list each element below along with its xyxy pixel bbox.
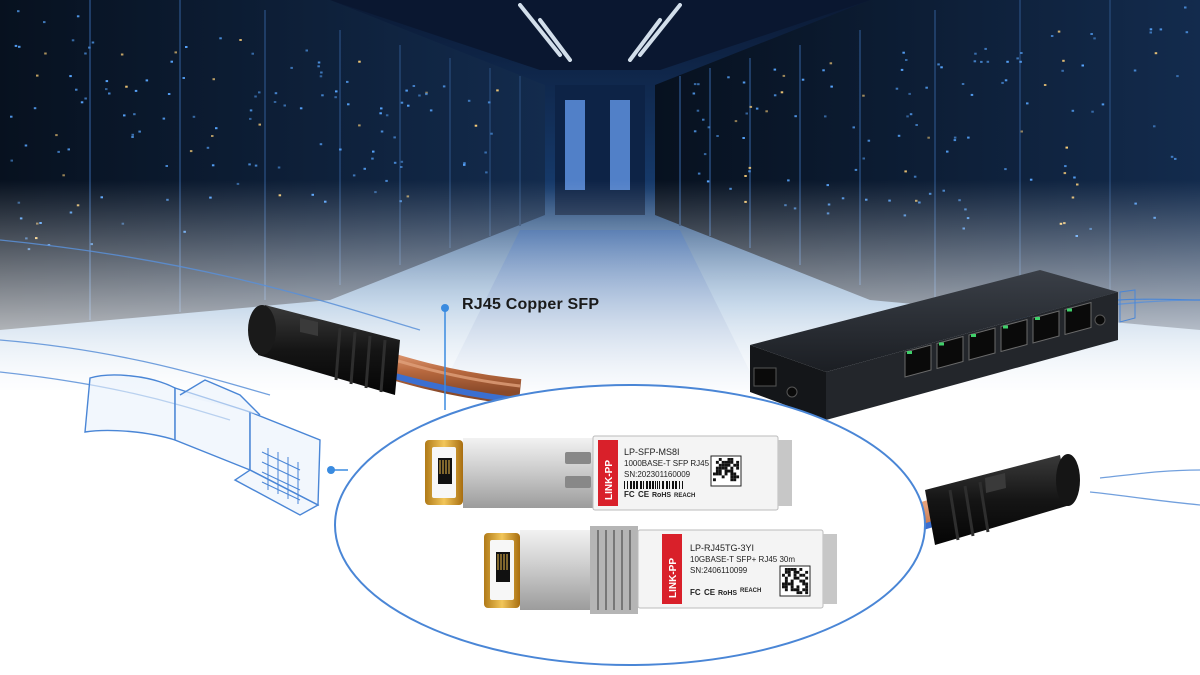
module-1-mark-rohs: RoHS [652, 492, 671, 499]
module-2-mark-fc: FC [690, 588, 701, 597]
module-1-model: LP-SFP-MS8I [624, 447, 680, 457]
module-1-barcode [624, 481, 683, 489]
module-2-mark-reach: REACH [740, 588, 761, 594]
module-1-mark-reach: REACH [674, 493, 695, 499]
callout-label: RJ45 Copper SFP [462, 296, 600, 313]
module-2-mark-rohs: RoHS [718, 590, 737, 597]
left-cable [248, 305, 522, 405]
module-2-mark-ce: CE [704, 588, 716, 597]
product-oval [334, 384, 926, 666]
module-2-model: LP-RJ45TG-3YI [690, 543, 754, 553]
module-2-spec: 10GBASE-T SFP+ RJ45 30m [690, 555, 795, 564]
sfp-module-1: LINK-PP LP-SFP-MS8I 1000BASE-T SFP RJ45 … [425, 435, 792, 511]
ethernet-switch [750, 270, 1200, 420]
module-1-spec: 1000BASE-T SFP RJ45 100m [624, 459, 732, 468]
sfp-module-2: LINK-PP LP-RJ45TG-3YI 10GBASE-T SFP+ RJ4… [484, 526, 837, 614]
module-2-brand: LINK-PP [668, 558, 679, 598]
module-2-serial: SN:2406110099 [690, 566, 748, 575]
module-1-brand: LINK-PP [604, 460, 615, 500]
module-1-mark-ce: CE [638, 490, 650, 499]
rj45-wireframe-plug [84, 374, 321, 516]
module-1-mark-fc: FC [624, 490, 635, 499]
module-1-serial: SN:202301160009 [624, 470, 691, 479]
